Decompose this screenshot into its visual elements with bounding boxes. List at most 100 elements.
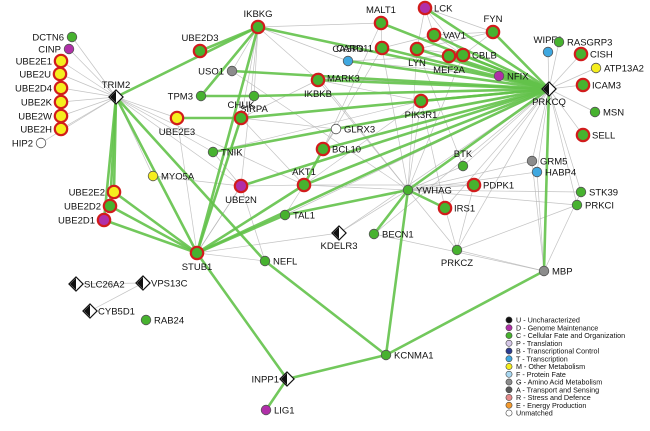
node-circle-ringed	[573, 46, 589, 62]
node-cish[interactable]: CISH	[573, 46, 613, 62]
edge-MBP-HABP4	[536, 171, 545, 272]
node-ube2n[interactable]: UBE2N	[225, 178, 257, 206]
node-label: RAB24	[154, 315, 184, 326]
node-dctn6[interactable]: DCTN6	[32, 31, 78, 43]
node-nefl[interactable]: NEFL	[259, 255, 297, 267]
node-circle-ringed	[455, 47, 471, 63]
node-akt1[interactable]: AKT1	[292, 167, 316, 193]
node-ube2e3[interactable]: UBE2E3	[159, 110, 195, 138]
node-ywhag[interactable]: YWHAG	[402, 184, 452, 196]
node-casp3[interactable]: CASP3	[332, 44, 364, 67]
node-irs1[interactable]: IRS1	[437, 200, 475, 216]
node-circle	[451, 244, 463, 256]
node-hip2[interactable]: HIP2	[12, 137, 47, 149]
node-circle	[493, 70, 505, 82]
node-circle-ringed	[417, 0, 433, 16]
edge-IKBKG-IKBKB	[257, 26, 319, 81]
node-label: PIK3R1	[405, 110, 438, 121]
node-vav1[interactable]: VAV1	[426, 27, 466, 43]
legend-item-n: Unmatched	[505, 409, 553, 418]
node-cyb5d1[interactable]: CYB5D1	[82, 303, 135, 319]
node-ube2d3[interactable]: UBE2D3	[182, 33, 219, 59]
node-msn[interactable]: MSN	[589, 106, 624, 118]
node-becn1[interactable]: BECN1	[368, 228, 414, 240]
edge-SLC26A2-VPS13C	[75, 282, 144, 285]
node-ube2w[interactable]: UBE2W	[18, 108, 69, 124]
legend-swatch	[505, 394, 513, 401]
node-circle	[226, 65, 238, 77]
node-pdpk1[interactable]: PDPK1	[466, 177, 514, 193]
node-lyn[interactable]: LYN	[408, 41, 426, 69]
node-ube2h[interactable]: UBE2H	[20, 121, 69, 137]
node-habp4[interactable]: HABP4	[531, 166, 576, 178]
legend-item-u: U - Uncharacterized	[505, 316, 580, 325]
edge-PRKCZ-PRKCI	[456, 204, 578, 251]
node-ikbkb[interactable]: IKBKB	[304, 72, 332, 100]
node-sell[interactable]: SELL	[575, 127, 615, 143]
node-tnik[interactable]: TNIK	[207, 146, 243, 158]
node-trim2[interactable]: TRIM2	[102, 80, 131, 105]
node-label: CYB5D1	[98, 306, 135, 317]
node-ube2e1[interactable]: UBE2E1	[16, 53, 69, 69]
node-label: UBE2D3	[182, 33, 219, 44]
node-card11[interactable]: CARD11	[336, 40, 390, 56]
node-atp13a2[interactable]: ATP13A2	[590, 62, 644, 74]
node-cblb[interactable]: CBLB	[455, 47, 497, 63]
node-label: PRKCI	[585, 200, 614, 211]
node-stub1[interactable]: STUB1	[182, 245, 213, 273]
node-ube2d4[interactable]: UBE2D4	[15, 80, 69, 96]
node-vps13c[interactable]: VPS13C	[135, 275, 188, 291]
legend-item-p: P - Translation	[505, 339, 562, 348]
node-icam3[interactable]: ICAM3	[575, 77, 621, 93]
node-ube2d2[interactable]: UBE2D2	[64, 198, 118, 214]
node-lig1[interactable]: LIG1	[260, 404, 295, 416]
node-mbp[interactable]: MBP	[538, 265, 573, 277]
node-malt1[interactable]: MALT1	[366, 5, 396, 31]
node-label: NEFL	[273, 256, 297, 267]
node-circle-ringed	[53, 121, 69, 137]
node-prkci[interactable]: PRKCI	[571, 199, 614, 211]
node-kcnma1[interactable]: KCNMA1	[380, 349, 434, 361]
node-nfix[interactable]: NFIX	[493, 70, 529, 82]
node-tal1[interactable]: TAL1	[279, 209, 315, 221]
node-inpp1[interactable]: INPP1	[252, 371, 295, 387]
node-grm5[interactable]: GRM5	[526, 155, 567, 167]
node-ube2u[interactable]: UBE2U	[19, 66, 68, 82]
node-prkcq[interactable]: PRKCQ	[532, 81, 566, 108]
node-circle-ringed	[233, 110, 249, 126]
node-rasgrp3[interactable]: RASGRP3	[553, 36, 612, 48]
edge-PRKCQ-CISH	[548, 53, 582, 90]
node-label: UBE2E1	[16, 56, 52, 67]
node-rab24[interactable]: RAB24	[140, 314, 184, 326]
node-tpm3[interactable]: TPM3	[168, 90, 207, 102]
edge-PRKCQ-VAV1	[432, 33, 551, 91]
node-slc26a2[interactable]: SLC26A2	[68, 276, 125, 292]
node-circle-ringed	[575, 77, 591, 93]
node-ube2k[interactable]: UBE2K	[21, 94, 69, 110]
node-fyn[interactable]: FYN	[484, 14, 503, 40]
node-chuk[interactable]: CHUK	[228, 100, 256, 126]
node-label: PDPK1	[483, 180, 514, 191]
node-kdelr3[interactable]: KDELR3	[321, 225, 358, 252]
node-mef2a[interactable]: MEF2A	[433, 48, 465, 76]
edge-PDPK1-PRKCZ	[456, 184, 475, 251]
node-ube2e2[interactable]: UBE2E2	[69, 184, 122, 200]
node-bcl10[interactable]: BCL10	[315, 141, 361, 157]
node-circle	[571, 199, 583, 211]
node-pik3r1[interactable]: PIK3R1	[405, 93, 438, 121]
node-lck[interactable]: LCK	[417, 0, 453, 16]
node-stk39[interactable]: STK39	[575, 186, 618, 198]
node-sirpa[interactable]: SIRPA	[240, 90, 269, 115]
node-ikbkg[interactable]: IKBKG	[243, 9, 273, 35]
edge-STUB1-TAL1	[195, 213, 287, 255]
legend-item-f: F - Protein Fate	[505, 370, 566, 379]
node-glrx3[interactable]: GLRX3	[330, 123, 375, 135]
node-uso1[interactable]: USO1	[198, 65, 238, 77]
node-myo5a[interactable]: MYO5A	[147, 170, 195, 182]
node-prkcz[interactable]: PRKCZ	[441, 244, 473, 269]
node-wipf1[interactable]: WIPF1	[533, 35, 563, 58]
legend-swatch	[505, 355, 513, 363]
node-btk[interactable]: BTK	[454, 149, 473, 172]
node-ube2d1[interactable]: UBE2D1	[58, 212, 112, 228]
node-cinp[interactable]: CINP	[38, 43, 75, 55]
